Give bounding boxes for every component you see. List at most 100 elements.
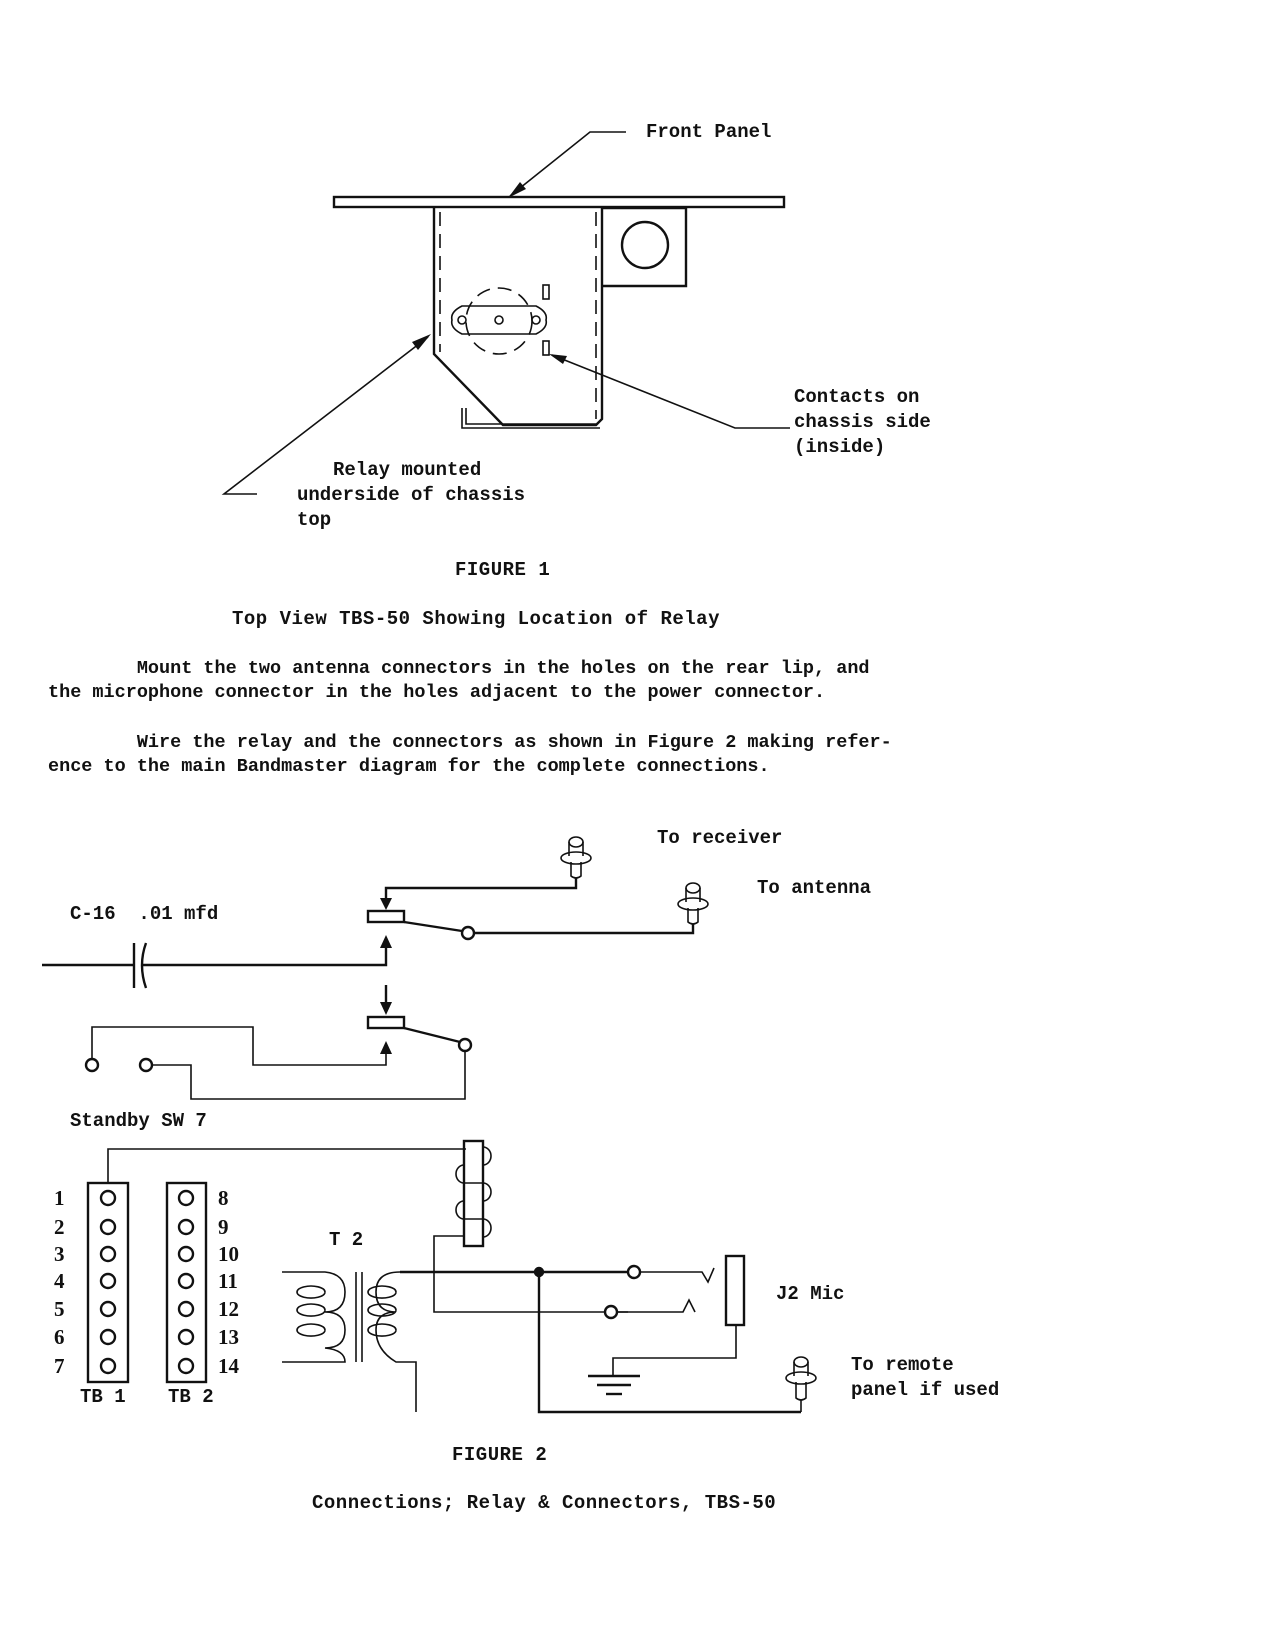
paragraph-1-line-1: Mount the two antenna connectors in the … xyxy=(48,658,870,679)
standby-switch-label: Standby SW 7 xyxy=(70,1110,207,1132)
front-panel-arrowhead xyxy=(508,182,526,198)
contact-upper xyxy=(542,284,550,300)
terminal-number-3: 3 xyxy=(54,1242,65,1266)
relay-coil-winding xyxy=(455,1146,492,1238)
terminal-number-11: 11 xyxy=(218,1269,238,1293)
receiver-wire xyxy=(384,878,578,902)
relay-arrowhead xyxy=(412,334,431,350)
terminal-hole-3 xyxy=(99,1245,117,1263)
relay-coil-form xyxy=(462,1139,485,1248)
relay1-common-terminal xyxy=(460,925,476,941)
relay1-upper-arrow xyxy=(380,898,392,910)
t2-secondary-winding xyxy=(367,1271,417,1412)
contacts-label-line-3: (inside) xyxy=(794,436,886,458)
terminal-holes xyxy=(99,1189,195,1375)
j2-mic-jack-sleeve xyxy=(724,1254,746,1327)
front-panel-leader xyxy=(509,131,626,197)
terminal-hole-1 xyxy=(99,1189,117,1207)
terminal-hole-10 xyxy=(177,1245,195,1263)
figure-1-number: FIGURE 1 xyxy=(455,559,551,581)
to-receiver-label: To receiver xyxy=(657,827,783,849)
tb1-to-relay-coil-wire xyxy=(107,1148,466,1183)
terminal-hole-12 xyxy=(177,1300,195,1318)
relay-coil-return-wire xyxy=(433,1235,628,1313)
relay-mounted-label-line-1: Relay mounted xyxy=(333,459,482,481)
terminal-hole-7 xyxy=(99,1357,117,1375)
chassis-bracket-inner xyxy=(465,408,596,425)
terminal-hole-14 xyxy=(177,1357,195,1375)
t2-primary-winding xyxy=(282,1271,346,1363)
standby-switch-terminal-a xyxy=(84,1057,100,1073)
jack-ground-wire xyxy=(612,1325,737,1376)
terminal-number-9: 9 xyxy=(218,1215,229,1239)
relay-mount-hole-center xyxy=(494,315,504,325)
relay-mount-hole-right xyxy=(531,315,541,325)
terminal-number-4: 4 xyxy=(54,1269,65,1293)
jack-tip-terminal xyxy=(626,1264,642,1280)
contact-lower xyxy=(542,340,550,356)
standby-wire-a xyxy=(91,1026,387,1066)
terminal-number-5: 5 xyxy=(54,1297,65,1321)
relay2-common-terminal xyxy=(457,1037,473,1053)
to-antenna-label: To antenna xyxy=(757,877,872,899)
tb1-board xyxy=(86,1181,130,1384)
relay2-armature xyxy=(366,1015,406,1030)
jack-tip-spring xyxy=(640,1267,715,1284)
jack-ring-terminal xyxy=(603,1304,619,1320)
terminal-hole-5 xyxy=(99,1300,117,1318)
terminal-hole-4 xyxy=(99,1272,117,1290)
standby-wire-b xyxy=(152,1051,466,1100)
terminal-hole-9 xyxy=(177,1218,195,1236)
relay-mounted-label-line-3: top xyxy=(297,509,332,531)
transformer-label: T 2 xyxy=(329,1229,364,1251)
terminal-number-12: 12 xyxy=(218,1297,239,1321)
terminal-hole-2 xyxy=(99,1218,117,1236)
power-connector-hole xyxy=(620,220,670,270)
paragraph-2-line-1: Wire the relay and the connectors as sho… xyxy=(48,732,892,753)
terminal-number-10: 10 xyxy=(218,1242,239,1266)
terminal-hole-13 xyxy=(177,1328,195,1346)
chassis-outline xyxy=(432,207,604,427)
jack-ring-spring xyxy=(617,1298,696,1313)
paragraph-2-line-2: ence to the main Bandmaster diagram for … xyxy=(48,756,770,777)
to-remote-label-line-2: panel if used xyxy=(851,1379,1000,1401)
tb1-label: TB 1 xyxy=(80,1386,126,1408)
paragraph-1-line-2: the microphone connector in the holes ad… xyxy=(48,682,826,703)
contacts-leader xyxy=(551,354,790,429)
front-panel xyxy=(332,195,786,209)
power-connector-box xyxy=(603,206,688,288)
front-panel-label: Front Panel xyxy=(646,121,772,143)
contacts-label-line-1: Contacts on xyxy=(794,386,920,408)
figure-2-caption: Connections; Relay & Connectors, TBS-50 xyxy=(312,1492,777,1514)
standby-switch-terminal-b xyxy=(138,1057,154,1073)
relay2-upper-arrow xyxy=(380,1002,392,1015)
figure-1-caption: Top View TBS-50 Showing Location of Rela… xyxy=(232,608,720,630)
terminal-hole-8 xyxy=(177,1189,195,1207)
capacitor-label: C-16 .01 mfd xyxy=(70,903,219,925)
relay1-blade xyxy=(403,920,463,933)
terminal-number-6: 6 xyxy=(54,1325,65,1349)
terminal-number-13: 13 xyxy=(218,1325,239,1349)
terminal-number-8: 8 xyxy=(218,1186,229,1210)
relay-leader xyxy=(221,336,429,495)
terminal-number-7: 7 xyxy=(54,1354,65,1378)
contacts-arrowhead xyxy=(549,354,567,364)
receiver-connector-icon xyxy=(560,836,592,879)
relay-mount-hole-left xyxy=(457,315,467,325)
tb2-label: TB 2 xyxy=(168,1386,214,1408)
antenna-connector-icon xyxy=(677,882,709,925)
relay-mounting-plate xyxy=(450,305,548,335)
figure-2-number: FIGURE 2 xyxy=(452,1444,548,1466)
terminal-hole-6 xyxy=(99,1328,117,1346)
contacts-label-line-2: chassis side xyxy=(794,411,931,433)
relay2-blade xyxy=(403,1026,461,1044)
relay2-lower-arrow xyxy=(380,1041,392,1054)
to-remote-label-line-1: To remote xyxy=(851,1354,954,1376)
terminal-number-1: 1 xyxy=(54,1186,65,1210)
c16-lead-right xyxy=(142,948,388,967)
antenna-wire xyxy=(474,924,695,935)
relay-mounted-label-line-2: underside of chassis xyxy=(297,484,526,506)
